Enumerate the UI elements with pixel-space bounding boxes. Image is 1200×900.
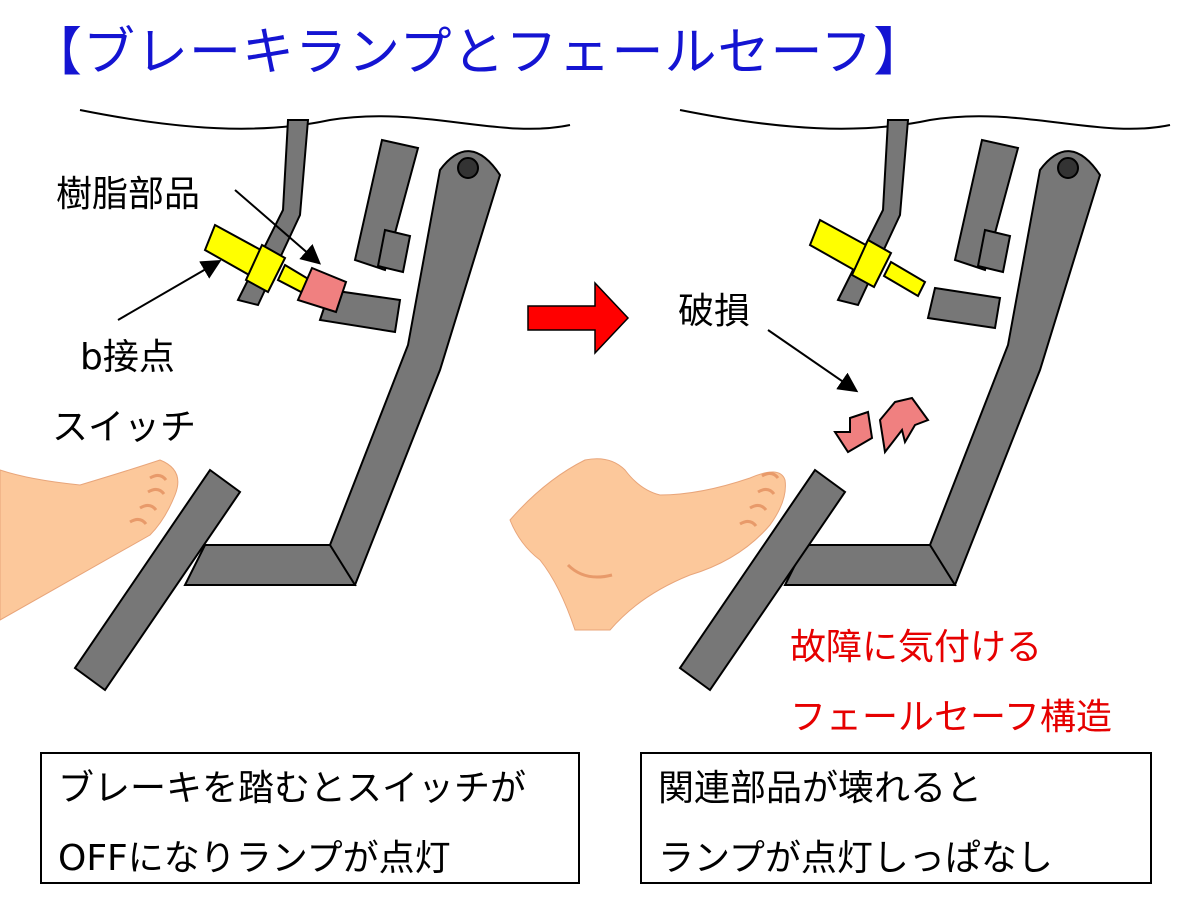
b-contact-label: b接点 [80,337,175,378]
caption-left-line-1: ブレーキを踏むとスイッチが [58,768,527,809]
caption-left: ブレーキを踏むとスイッチが OFFになりランプが点灯 [40,752,580,884]
page-title: 【ブレーキランプとフェールセーフ】 [30,23,927,83]
pivot-pin [1057,157,1079,179]
switch-label: スイッチ [52,407,197,448]
pedal-arm [929,150,1102,587]
left-foot [0,459,179,621]
contact-leader [117,259,222,321]
conclusion-line-2: フェールセーフ構造 [790,697,1112,738]
conclusion-line-1: 故障に気付ける [790,627,1043,668]
broken-label: 破損 [678,291,751,332]
broken-leader [767,329,859,393]
caption-right-line-2: ランプが点灯しっぱなし [658,838,1053,879]
pedal-arm [329,150,502,587]
caption-right: 関連部品が壊れると ランプが点灯しっぱなし [640,752,1152,884]
resin-leader [234,189,322,265]
left-panel [0,109,571,692]
resin-fragment [878,396,930,455]
resin-part-label: 樹脂部品 [56,174,201,215]
bracket-block [976,228,1012,274]
pedal-pad [678,468,847,692]
switch-plunger [882,260,927,298]
right-foot [509,458,786,631]
caption-right-line-1: 関連部品が壊れると [658,768,983,809]
bracket-upright [953,138,1020,272]
transition-arrow [527,281,630,355]
switch-nut [850,238,893,289]
bracket-block [376,228,412,274]
stopper-arm [926,286,1002,330]
bracket-arm [836,119,910,307]
pedal-pad [73,468,242,692]
pedal-lower-arm [783,544,957,586]
resin-fragment [833,410,874,454]
bracket-arm [236,119,310,307]
body-line [679,109,1171,130]
pivot-pin [457,157,479,179]
body-line [79,109,571,130]
caption-left-line-2: OFFになりランプが点灯 [58,838,451,879]
pedal-lower-arm [183,544,357,586]
switch-nut [244,243,287,294]
bracket-upright [353,138,420,272]
right-panel [509,109,1171,692]
resin-part [296,266,348,314]
